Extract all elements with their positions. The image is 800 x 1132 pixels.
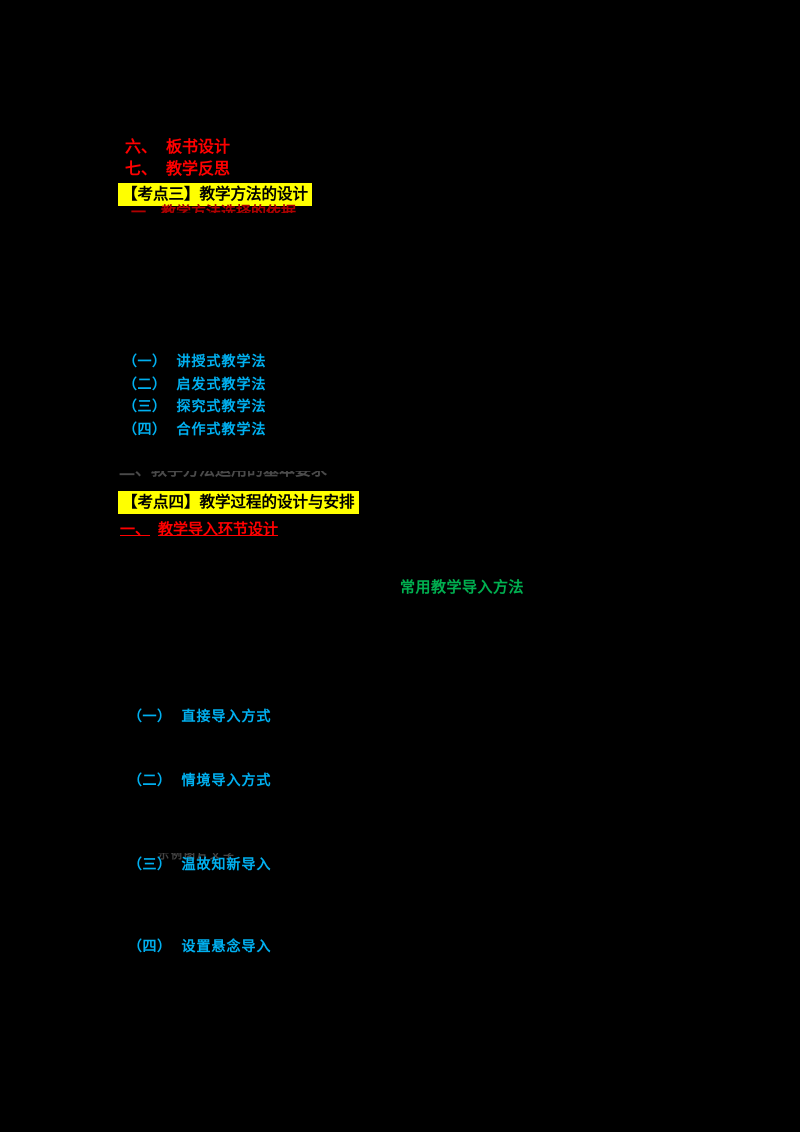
- method-item-4-number: （四）: [123, 421, 167, 437]
- list-item-seven-number: 七、: [125, 161, 158, 178]
- intro-section-title-number: 一、: [120, 521, 151, 538]
- intro-method-item-3: （三） 温故知新导入: [128, 856, 272, 873]
- method-item-4: （四） 合作式教学法: [123, 421, 267, 438]
- exam-point-4-heading-wrap: 【考点四】教学过程的设计与安排: [118, 491, 359, 514]
- intro-section-title-label: 教学导入环节设计: [158, 521, 279, 538]
- intro-method-item-4-label: 设置悬念导入: [181, 938, 272, 954]
- intro-method-item-2-label: 情境导入方式: [181, 772, 272, 788]
- intro-methods-table-caption: 常用教学导入方法: [400, 579, 525, 596]
- intro-method-item-2: （二） 情境导入方式: [128, 772, 272, 789]
- exam-point-4-heading: 【考点四】教学过程的设计与安排: [118, 491, 359, 514]
- method-item-2-label: 启发式教学法: [176, 376, 267, 392]
- method-item-2-number: （二）: [123, 376, 167, 392]
- list-item-six-number: 六、: [125, 139, 158, 156]
- exam-point-3-heading-wrap: 【考点三】教学方法的设计: [118, 183, 313, 206]
- method-item-1-number: （一）: [123, 353, 167, 369]
- intro-method-item-3-label: 温故知新导入: [181, 856, 272, 872]
- method-item-1: （一） 讲授式教学法: [123, 353, 267, 370]
- exam-point-3-heading: 【考点三】教学方法的设计: [118, 183, 313, 206]
- method-item-4-label: 合作式教学法: [176, 421, 267, 437]
- partial-fragment-small: 示例图片文字: [158, 853, 236, 861]
- intro-method-item-1: （一） 直接导入方式: [128, 708, 272, 725]
- method-item-2: （二） 启发式教学法: [123, 376, 267, 393]
- list-item-six-label: 板书设计: [166, 139, 231, 156]
- intro-method-item-4: （四） 设置悬念导入: [128, 938, 272, 955]
- method-item-3: （三） 探究式教学法: [123, 398, 267, 415]
- list-item-seven: 七、 教学反思: [125, 161, 230, 179]
- partial-line-method-basis: 一、教学方法选择的依据: [131, 204, 297, 213]
- intro-method-item-4-number: （四）: [128, 938, 172, 954]
- intro-section-title: 一、 教学导入环节设计: [120, 521, 278, 539]
- method-item-3-number: （三）: [123, 398, 167, 414]
- method-item-3-label: 探究式教学法: [176, 398, 267, 414]
- intro-method-item-2-number: （二）: [128, 772, 172, 788]
- intro-method-item-1-label: 直接导入方式: [181, 708, 272, 724]
- intro-method-item-3-number: （三）: [128, 856, 172, 872]
- partial-line-method-requirements: 二、教学方法运用的基本要求: [119, 471, 419, 480]
- intro-method-item-1-number: （一）: [128, 708, 172, 724]
- list-item-six: 六、 板书设计: [125, 139, 230, 157]
- list-item-seven-label: 教学反思: [166, 161, 231, 178]
- method-item-1-label: 讲授式教学法: [176, 353, 267, 369]
